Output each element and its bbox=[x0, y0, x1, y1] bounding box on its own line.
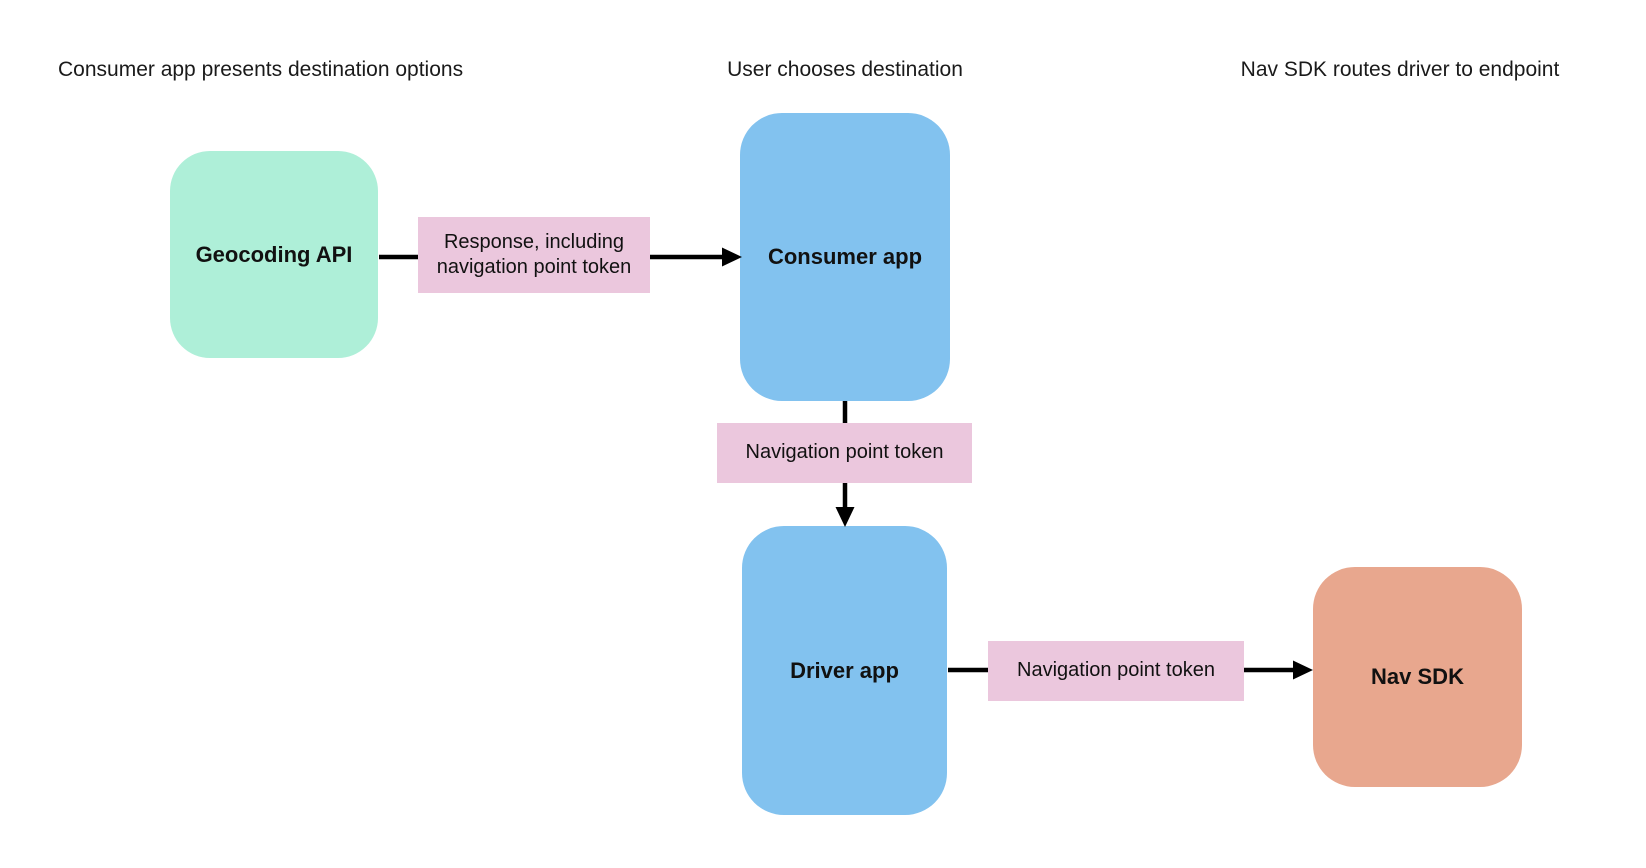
node-nav-sdk-label: Nav SDK bbox=[1371, 664, 1464, 689]
node-driver-app: Driver app bbox=[742, 526, 947, 815]
step2-header: User chooses destination bbox=[727, 58, 963, 81]
step3-header: Nav SDK routes driver to endpoint bbox=[1240, 58, 1560, 81]
edge-label-text: Navigation point token bbox=[1017, 659, 1215, 682]
edge-label-text: Response, including navigation point tok… bbox=[436, 230, 632, 278]
node-geocoding-api: Geocoding API bbox=[170, 151, 378, 358]
node-geocoding-api-label: Geocoding API bbox=[195, 241, 353, 267]
node-nav-sdk: Nav SDK bbox=[1313, 567, 1522, 787]
edge-label-navigation-point-token-driver-navsdk: Navigation point token bbox=[988, 641, 1244, 701]
node-driver-app-label: Driver app bbox=[790, 657, 899, 683]
step1-header: Consumer app presents destination option… bbox=[58, 58, 464, 81]
edge-label-response-including-navigation-point-token: Response, including navigation point tok… bbox=[418, 217, 650, 293]
node-consumer-app-label: Consumer app bbox=[767, 244, 923, 269]
edge-label-text: Navigation point token bbox=[745, 441, 944, 464]
node-consumer-app: Consumer app bbox=[740, 113, 950, 401]
edge-label-navigation-point-token-consumer-driver: Navigation point token bbox=[717, 423, 972, 483]
